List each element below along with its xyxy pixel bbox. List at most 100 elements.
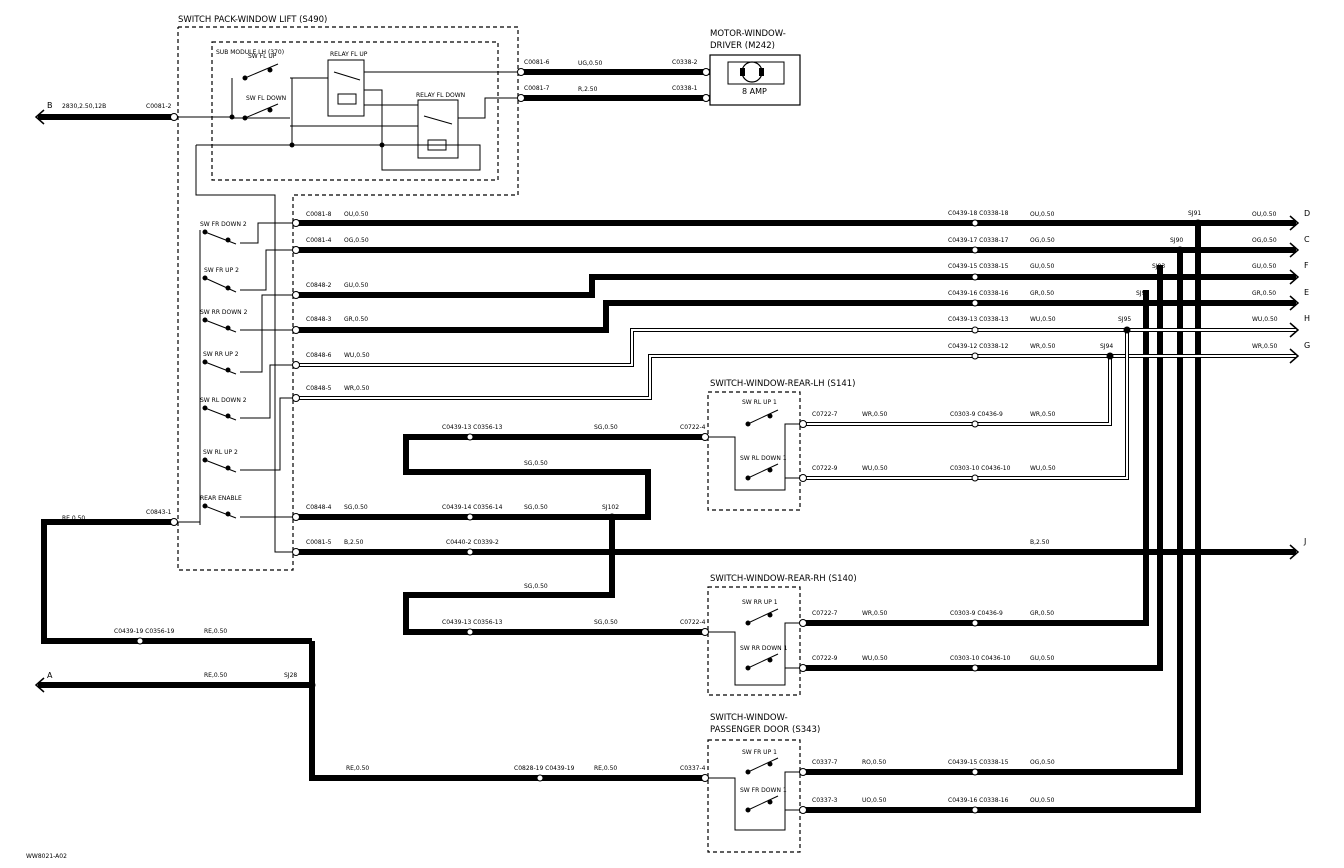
- wire-gr-a: GR,0.50: [344, 316, 368, 323]
- label-sw-fr-up2: SW FR UP 2: [204, 267, 239, 274]
- conn-c0848-3: C0848-3: [306, 316, 332, 323]
- conn-c0722-4-b: C0722-4: [680, 619, 706, 626]
- relay-fl-down-label: RELAY FL DOWN: [416, 92, 465, 99]
- conn-c0843-1: C0843-1: [146, 509, 172, 516]
- label-sw-rl-down1: SW RL DOWN 1: [740, 455, 787, 462]
- conn-c0439-15-b: C0439-15 C0338-15: [948, 759, 1009, 766]
- wire-uo: UO,0.50: [862, 797, 887, 804]
- wire-ug: UG,0.50: [578, 60, 602, 67]
- splice-sj92: SJ92: [1136, 290, 1149, 297]
- terminal-j: J: [1303, 537, 1306, 546]
- motor-title-line2: DRIVER (M242): [710, 41, 775, 51]
- wire-sg-c: SG,0.50: [344, 504, 368, 511]
- splice-sj28: SJ28: [284, 672, 297, 679]
- label-sw-rl-up2: SW RL UP 2: [203, 449, 238, 456]
- splice-sj91: SJ91: [1188, 210, 1201, 217]
- conn-c0439-19: C0439-19 C0356-19: [114, 628, 175, 635]
- wire-red-d: RE,0.50: [346, 765, 369, 772]
- wire-gr-c: GR,0.50: [1252, 290, 1276, 297]
- terminal-a: A: [47, 671, 53, 680]
- wire-sg-e: SG,0.50: [524, 583, 548, 590]
- label-sw-fl-down: SW FL DOWN: [246, 95, 286, 102]
- splice-sj102: SJ102: [602, 504, 619, 511]
- wire-gr-rr: GR,0.50: [1030, 610, 1054, 617]
- wire-wr-rr: WR,0.50: [862, 610, 888, 617]
- hollow-wires: [293, 328, 1296, 480]
- relay-fl-up: [327, 59, 365, 117]
- wire-sg-d: SG,0.50: [524, 504, 548, 511]
- rear-lh-switch-box: [707, 391, 801, 511]
- wire-wu-c: WU,0.50: [1252, 316, 1278, 323]
- conn-c0303-10-a: C0303-10 C0436-10: [950, 465, 1011, 472]
- figure-id: WW8021-A02: [26, 853, 67, 860]
- conn-c0848-4: C0848-4: [306, 504, 332, 511]
- wire-og-b: OG,0.50: [1030, 237, 1055, 244]
- wire-ou-pass: OU,0.50: [1030, 797, 1055, 804]
- wire-b250-a: B,2.50: [344, 539, 364, 546]
- sub-module-title: SUB MODULE LH (370): [216, 49, 284, 56]
- terminal-g: G: [1304, 341, 1310, 350]
- relay-fl-up-label: RELAY FL UP: [330, 51, 368, 58]
- label-rear-enable: REAR ENABLE: [200, 495, 242, 502]
- motor-symbol: [727, 61, 785, 85]
- passenger-title-line1: SWITCH-WINDOW-: [710, 713, 788, 723]
- wire-wu-rl: WU,0.50: [862, 465, 888, 472]
- conn-c0848-6: C0848-6: [306, 352, 332, 359]
- wire-gu-c: GU,0.50: [1252, 263, 1276, 270]
- wire-ou-c: OU,0.50: [1252, 211, 1277, 218]
- wire-b250-b: B,2.50: [1030, 539, 1050, 546]
- label-sw-rl-up1: SW RL UP 1: [742, 399, 777, 406]
- conn-c0439-13-c0338: C0439-13 C0338-13: [948, 316, 1009, 323]
- conn-c0439-13-c0356-b: C0439-13 C0356-13: [442, 619, 503, 626]
- connector-marks: [136, 68, 979, 814]
- wire-labels: 2830,2.50,12B UG,0.50 R,2.50 OU,0.50 OU,…: [62, 60, 1278, 804]
- wire-ou-a: OU,0.50: [344, 211, 369, 218]
- wire-wu-a: WU,0.50: [344, 352, 370, 359]
- wire-wu-b: WU,0.50: [1030, 316, 1056, 323]
- splice-dots: [229, 114, 1202, 689]
- wire-wr-b: WR,0.50: [1030, 343, 1056, 350]
- splice-sj95: SJ95: [1118, 316, 1131, 323]
- switch-pack-enclosure: [177, 26, 519, 571]
- conn-c0722-9-b: C0722-9: [812, 655, 838, 662]
- conn-c0081-8: C0081-8: [306, 211, 332, 218]
- internal-wiring: [178, 71, 518, 553]
- terminal-f: F: [1304, 261, 1309, 270]
- conn-c0722-4-a: C0722-4: [680, 424, 706, 431]
- wire-wu-rl-b: WU,0.50: [1030, 465, 1056, 472]
- terminal-b: B: [47, 101, 53, 110]
- wire-red-b: RE,0.50: [204, 628, 227, 635]
- conn-c0439-12: C0439-12 C0338-12: [948, 343, 1009, 350]
- wire-og-c: OG,0.50: [1252, 237, 1277, 244]
- wire-wr-c: WR,0.50: [1252, 343, 1278, 350]
- conn-c0439-16-b: C0439-16 C0338-16: [948, 797, 1009, 804]
- terminal-e: E: [1304, 288, 1309, 297]
- label-sw-fr-down1: SW FR DOWN 1: [740, 787, 787, 794]
- conn-c0338-2: C0338-2: [672, 59, 698, 66]
- connector-labels: C0081-2 C0081-6 C0081-7 C0338-2 C0338-1 …: [114, 59, 1011, 804]
- conn-c0722-7-a: C0722-7: [812, 411, 838, 418]
- relay-fl-down: [417, 99, 459, 159]
- conn-c0439-13-c0356-a: C0439-13 C0356-13: [442, 424, 503, 431]
- conn-c0303-9-b: C0303-9 C0436-9: [950, 610, 1003, 617]
- wire-gu-b: GU,0.50: [1030, 263, 1054, 270]
- conn-c0338-1: C0338-1: [672, 85, 698, 92]
- wire-gu-a: GU,0.50: [344, 282, 368, 289]
- label-sw-rr-down1: SW RR DOWN 1: [740, 645, 788, 652]
- conn-c0081-7: C0081-7: [524, 85, 550, 92]
- conn-c0828-19: C0828-19 C0439-19: [514, 765, 575, 772]
- wire-gu-rr: GU,0.50: [1030, 655, 1054, 662]
- conn-c0081-5: C0081-5: [306, 539, 332, 546]
- conn-c0722-9-a: C0722-9: [812, 465, 838, 472]
- wire-og-pass: OG,0.50: [1030, 759, 1055, 766]
- wire-b-input: 2830,2.50,12B: [62, 103, 106, 110]
- label-sw-rr-up1: SW RR UP 1: [742, 599, 778, 606]
- passenger-title-line2: PASSENGER DOOR (S343): [710, 725, 820, 735]
- wire-rg: R,2.50: [578, 86, 598, 93]
- wire-wu-rr: WU,0.50: [862, 655, 888, 662]
- conn-c0848-5: C0848-5: [306, 385, 332, 392]
- conn-c0439-18: C0439-18 C0338-18: [948, 210, 1009, 217]
- wire-sg-b: SG,0.50: [524, 460, 548, 467]
- conn-c0303-9-a: C0303-9 C0436-9: [950, 411, 1003, 418]
